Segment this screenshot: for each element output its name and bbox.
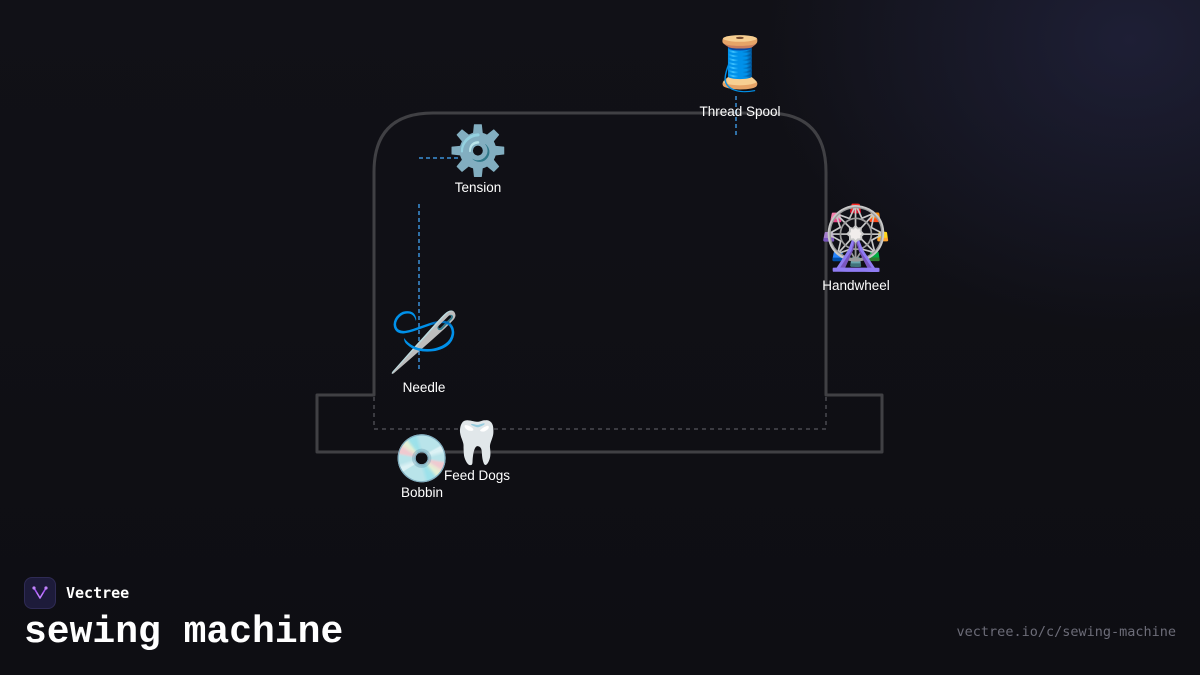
- node-label: Handwheel: [822, 278, 890, 293]
- node-label: Needle: [402, 380, 446, 395]
- node-label: Feed Dogs: [443, 468, 511, 483]
- brand[interactable]: Vectree: [24, 577, 129, 609]
- page-url[interactable]: vectree.io/c/sewing-machine: [956, 624, 1176, 640]
- disc-icon: 💿: [393, 432, 451, 484]
- gear-icon: ⚙️: [448, 125, 508, 178]
- node-needle: 🪡 Needle: [387, 310, 461, 396]
- needle-icon: 🪡: [387, 310, 461, 375]
- node-label: Bobbin: [400, 485, 444, 500]
- logo-mark: [32, 586, 48, 600]
- brand-name: Vectree: [66, 584, 130, 602]
- node-thread-spool: 🧵 Thread Spool: [699, 38, 780, 119]
- node-tension: ⚙️ Tension: [448, 125, 508, 196]
- node-handwheel: 🎡 Handwheel: [817, 204, 895, 294]
- tooth-icon: 🦷: [450, 419, 504, 466]
- node-feed-dogs: 🦷 Feed Dogs: [443, 419, 511, 484]
- node-label: Thread Spool: [699, 104, 781, 119]
- node-bobbin: 💿 Bobbin: [393, 435, 450, 500]
- wheel-icon: 🎡: [817, 204, 895, 273]
- node-label: Tension: [454, 180, 502, 195]
- thread-spool-icon: 🧵: [707, 35, 773, 93]
- vectree-logo-icon: [24, 577, 56, 609]
- page-title: sewing machine: [24, 611, 344, 654]
- bed-dashed-line: [373, 397, 827, 430]
- machine-body-outline: [315, 111, 884, 454]
